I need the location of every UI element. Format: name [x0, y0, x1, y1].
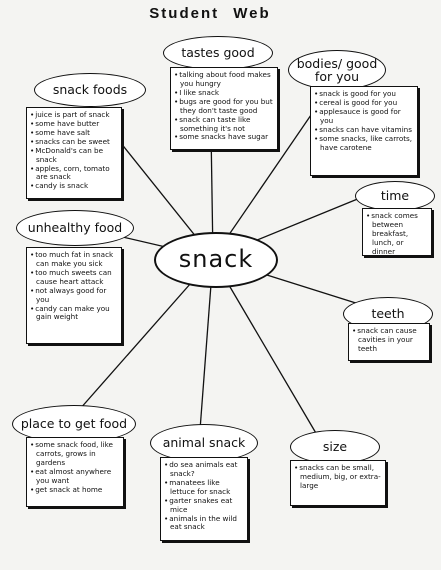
bullet-item: candy is snack [30, 181, 118, 191]
bullet-item: talking about food makes you hungry [174, 70, 274, 89]
bullet-item: apples, corn, tomato are snack [30, 164, 118, 183]
connector-size [212, 257, 321, 441]
bullet-item: garter snakes eat mice [164, 496, 244, 515]
box-teeth: snack can cause cavities in your teeth [348, 323, 430, 361]
box-time: snack comes between breakfast, lunch, or… [362, 208, 432, 256]
diagram-title: Student Web [149, 5, 271, 22]
bullet-item: too much sweets can cause heart attack [30, 268, 118, 287]
bullet-item: snack can taste like something it's not [174, 115, 274, 134]
bullet-item: some snacks have sugar [174, 133, 274, 142]
bullet-item: some snack food, like carrots, grows in … [30, 440, 120, 468]
center-node: snack [154, 232, 278, 288]
bullet-item: applesauce is good for you [314, 107, 414, 126]
bullet-item: snack comes between breakfast, lunch, or… [366, 211, 428, 257]
bullet-item: some have butter [30, 119, 118, 129]
bullet-item: candy can make you gain weight [30, 304, 118, 323]
box-tastes-good: talking about food makes you hungryI lik… [170, 67, 278, 150]
bullet-item: juice is part of snack [30, 110, 118, 120]
node-animal-snack: animal snack [150, 424, 258, 462]
box-unhealthy-food: too much fat in snack can make you sickt… [26, 247, 122, 344]
node-tastes-good: tastes good [163, 36, 273, 70]
bullet-item: animals in the wild eat snack [164, 514, 244, 533]
bullet-item: too much fat in snack can make you sick [30, 250, 118, 269]
bullet-item: snack is good for you [314, 89, 414, 99]
bullet-item: snacks can be sweet [30, 137, 118, 147]
box-place-to-get-food: some snack food, like carrots, grows in … [26, 437, 124, 507]
bullet-item: get snack at home [30, 485, 120, 495]
bullet-item: McDonald's can be snack [30, 146, 118, 165]
box-bodies: snack is good for youcereal is good for … [310, 86, 418, 176]
node-unhealthy-food: unhealthy food [16, 210, 134, 246]
bullet-item: snack can cause cavities in your teeth [352, 326, 426, 354]
bullet-item: snacks can have vitamins [314, 125, 414, 135]
box-snack-foods: juice is part of snacksome have butterso… [26, 107, 122, 199]
node-snack-foods: snack foods [34, 73, 146, 107]
bullet-item: do sea animals eat snack? [164, 460, 244, 479]
bullet-item: snacks can be small, medium, big, or ext… [294, 463, 382, 491]
node-bodies: bodies/ good for you [288, 50, 386, 90]
bullet-item: not always good for you [30, 286, 118, 305]
bullet-item: I like snack [174, 88, 274, 98]
node-size: size [290, 430, 380, 464]
bullet-item: manatees like lettuce for snack [164, 478, 244, 497]
node-time: time [355, 181, 435, 211]
box-size: snacks can be small, medium, big, or ext… [290, 460, 386, 506]
bullet-item: cereal is good for you [314, 98, 414, 108]
bullet-item: some snacks, like carrots, have carotene [314, 134, 414, 153]
bullet-item: eat almost anywhere you want [30, 467, 120, 486]
bullet-item: some have salt [30, 128, 118, 138]
bullet-item: bugs are good for you but they don't tas… [174, 97, 274, 116]
box-animal-snack: do sea animals eat snack?manatees like l… [160, 457, 248, 541]
